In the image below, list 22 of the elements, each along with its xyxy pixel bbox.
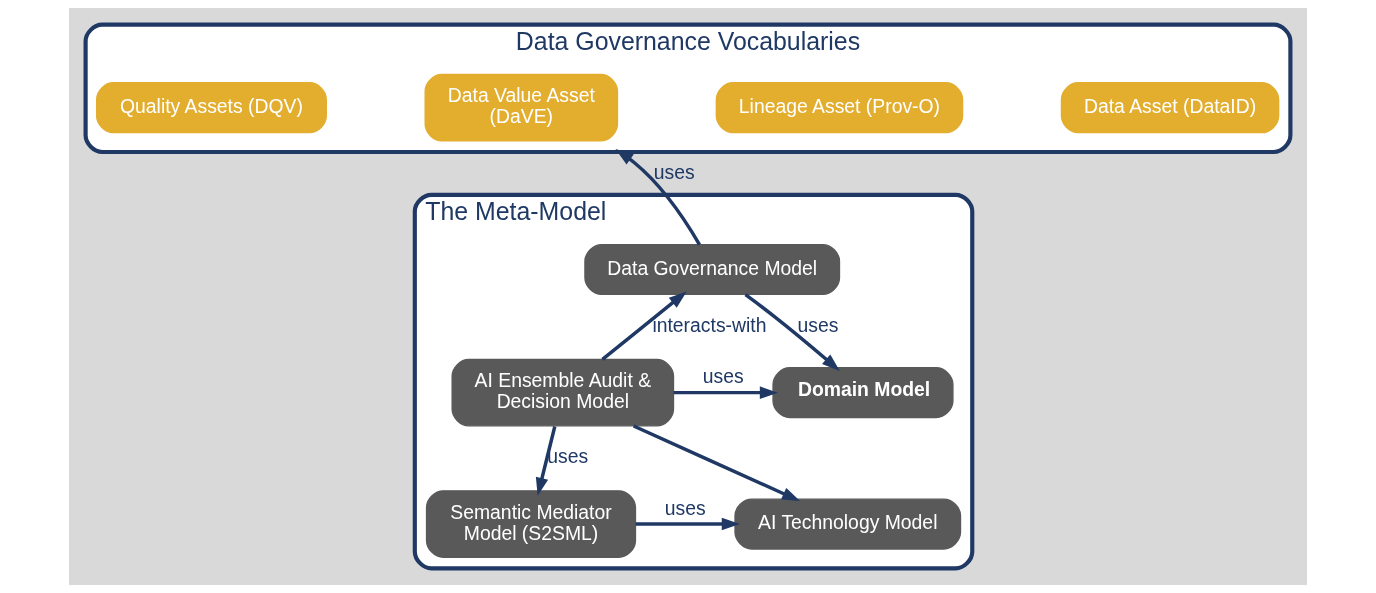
node-box: Data Governance Model	[584, 243, 841, 296]
edge-label: interacts-with	[652, 314, 767, 337]
node-box: Lineage Asset (Prov-O)	[715, 82, 964, 134]
arrow	[635, 517, 740, 531]
node-box: AI Ensemble Audit & Decision Model	[451, 358, 675, 427]
node-box: AI Technology Model	[734, 498, 962, 550]
arrow	[673, 386, 778, 399]
edge-label: uses	[664, 496, 706, 519]
arrow	[601, 291, 687, 361]
arrow	[535, 426, 557, 496]
edge-label: uses	[653, 160, 695, 183]
edge-label: uses	[702, 365, 744, 388]
edge-label: uses	[797, 314, 839, 337]
arrow	[615, 148, 701, 246]
node-box: Semantic Mediator Model (S2SML)	[425, 490, 637, 558]
node-box: Quality Assets (DQV)	[95, 82, 327, 134]
arrow	[632, 424, 801, 502]
node-box: Domain Model	[772, 367, 954, 419]
edge-label: uses	[547, 445, 589, 468]
node-box: Data Asset (DataID)	[1060, 82, 1280, 134]
node-box: Data Value Asset (DaVE)	[424, 73, 619, 142]
arrow	[744, 293, 840, 371]
